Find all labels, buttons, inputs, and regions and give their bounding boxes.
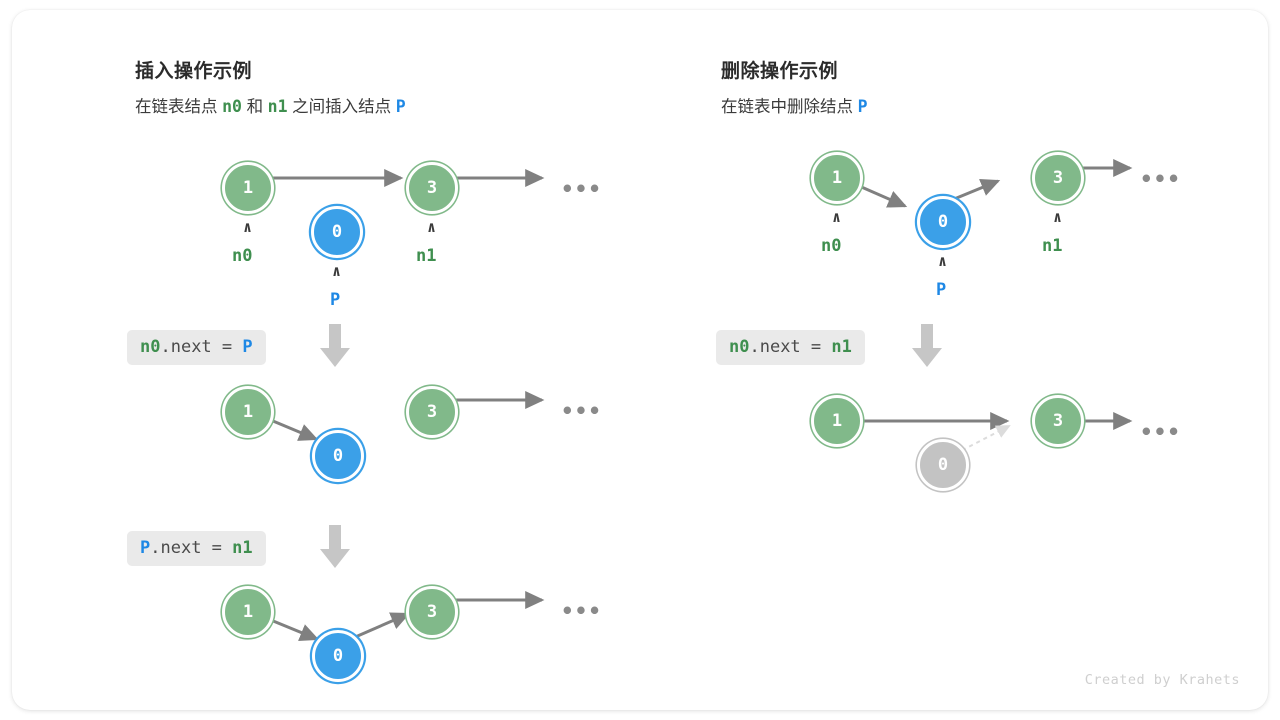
panel-title: 插入操作示例 [135, 61, 253, 82]
node-value: 0 [937, 212, 949, 232]
panel-subtitle: 在链表结点 n0 和 n1 之间插入结点 P [135, 93, 406, 117]
subtitle-seg1: 在链表中删除结点 [721, 98, 853, 116]
caret-icon: ∧ [243, 218, 253, 236]
subtitle-var-p: P [395, 97, 406, 116]
caret-icon: ∧ [938, 252, 948, 270]
tail-ellipsis: ••• [561, 399, 602, 423]
node-value: 1 [831, 168, 843, 188]
subtitle-var-p: P [857, 97, 868, 116]
list-node: 0 [311, 206, 363, 258]
pointer-label-n1: n1 [1042, 236, 1063, 256]
caret-icon: ∧ [1053, 208, 1063, 226]
code-chip-step1: n0.next = n1 [716, 330, 865, 365]
code-mid: .next = [160, 337, 243, 357]
code-lhs: P [140, 538, 151, 558]
subtitle-seg3: 之间插入结点 [292, 98, 392, 116]
panel-insert: 插入操作示例 在链表结点 n0 和 n1 之间插入结点 P 1 ∧ n0 0 ∧… [12, 10, 640, 710]
caret-icon: ∧ [832, 208, 842, 226]
panel-title: 删除操作示例 [721, 61, 839, 82]
node-value: 0 [332, 446, 344, 466]
node-value: 3 [426, 402, 438, 422]
code-lhs: n0 [140, 337, 161, 357]
code-chip-step2: P.next = n1 [127, 531, 266, 566]
pointer-label-p: P [330, 290, 341, 310]
node-value: 1 [242, 178, 254, 198]
node-value: 1 [242, 402, 254, 422]
node-value: 0 [332, 646, 344, 666]
subtitle-seg1: 在链表结点 [135, 98, 218, 116]
node-value: 0 [331, 222, 343, 242]
pointer-label-n0: n0 [821, 236, 842, 256]
list-node: 0 [312, 430, 364, 482]
list-node: 1 [811, 152, 863, 204]
pointer-label-n0: n0 [232, 246, 253, 266]
subtitle-var-n0: n0 [222, 97, 242, 116]
code-rhs: P [242, 337, 253, 357]
node-value: 0 [937, 455, 949, 475]
pointer-label-p: P [936, 280, 947, 300]
list-node-removed: 0 [917, 439, 969, 491]
panel-delete: 删除操作示例 在链表中删除结点 P 1 ∧ n0 0 ∧ P 3 ∧ n1 ••… [598, 10, 1268, 710]
caret-icon: ∧ [332, 262, 342, 280]
down-arrow-icon [320, 324, 350, 367]
down-arrow-icon [912, 324, 942, 367]
credit-text: Created by Krahets [1084, 672, 1240, 688]
code-rhs: n1 [232, 538, 253, 558]
pointer-label-n1: n1 [416, 246, 437, 266]
list-node: 3 [406, 162, 458, 214]
panel-subtitle: 在链表中删除结点 P [721, 93, 868, 117]
node-value: 1 [831, 411, 843, 431]
list-node: 0 [917, 196, 969, 248]
list-node: 3 [1032, 395, 1084, 447]
tail-ellipsis: ••• [561, 177, 602, 201]
node-value: 3 [1052, 411, 1064, 431]
list-node: 3 [406, 386, 458, 438]
node-value: 3 [426, 602, 438, 622]
code-lhs: n0 [729, 337, 750, 357]
list-node: 1 [222, 586, 274, 638]
code-mid: .next = [749, 337, 832, 357]
code-mid: .next = [150, 538, 233, 558]
tail-ellipsis: ••• [561, 599, 602, 623]
subtitle-var-n1: n1 [267, 97, 288, 116]
down-arrow-icon [320, 525, 350, 568]
subtitle-seg2: 和 [246, 98, 264, 116]
node-value: 1 [242, 602, 254, 622]
list-node: 1 [222, 162, 274, 214]
list-node: 3 [1032, 152, 1084, 204]
list-node: 1 [811, 395, 863, 447]
node-value: 3 [426, 178, 438, 198]
node-value: 3 [1052, 168, 1064, 188]
diagram-card: 插入操作示例 在链表结点 n0 和 n1 之间插入结点 P 1 ∧ n0 0 ∧… [12, 10, 1268, 710]
list-node: 1 [222, 386, 274, 438]
caret-icon: ∧ [427, 218, 437, 236]
tail-ellipsis: ••• [1140, 167, 1181, 191]
code-rhs: n1 [831, 337, 852, 357]
list-node: 3 [406, 586, 458, 638]
code-chip-step1: n0.next = P [127, 330, 266, 365]
tail-ellipsis: ••• [1140, 420, 1181, 444]
list-node: 0 [312, 630, 364, 682]
